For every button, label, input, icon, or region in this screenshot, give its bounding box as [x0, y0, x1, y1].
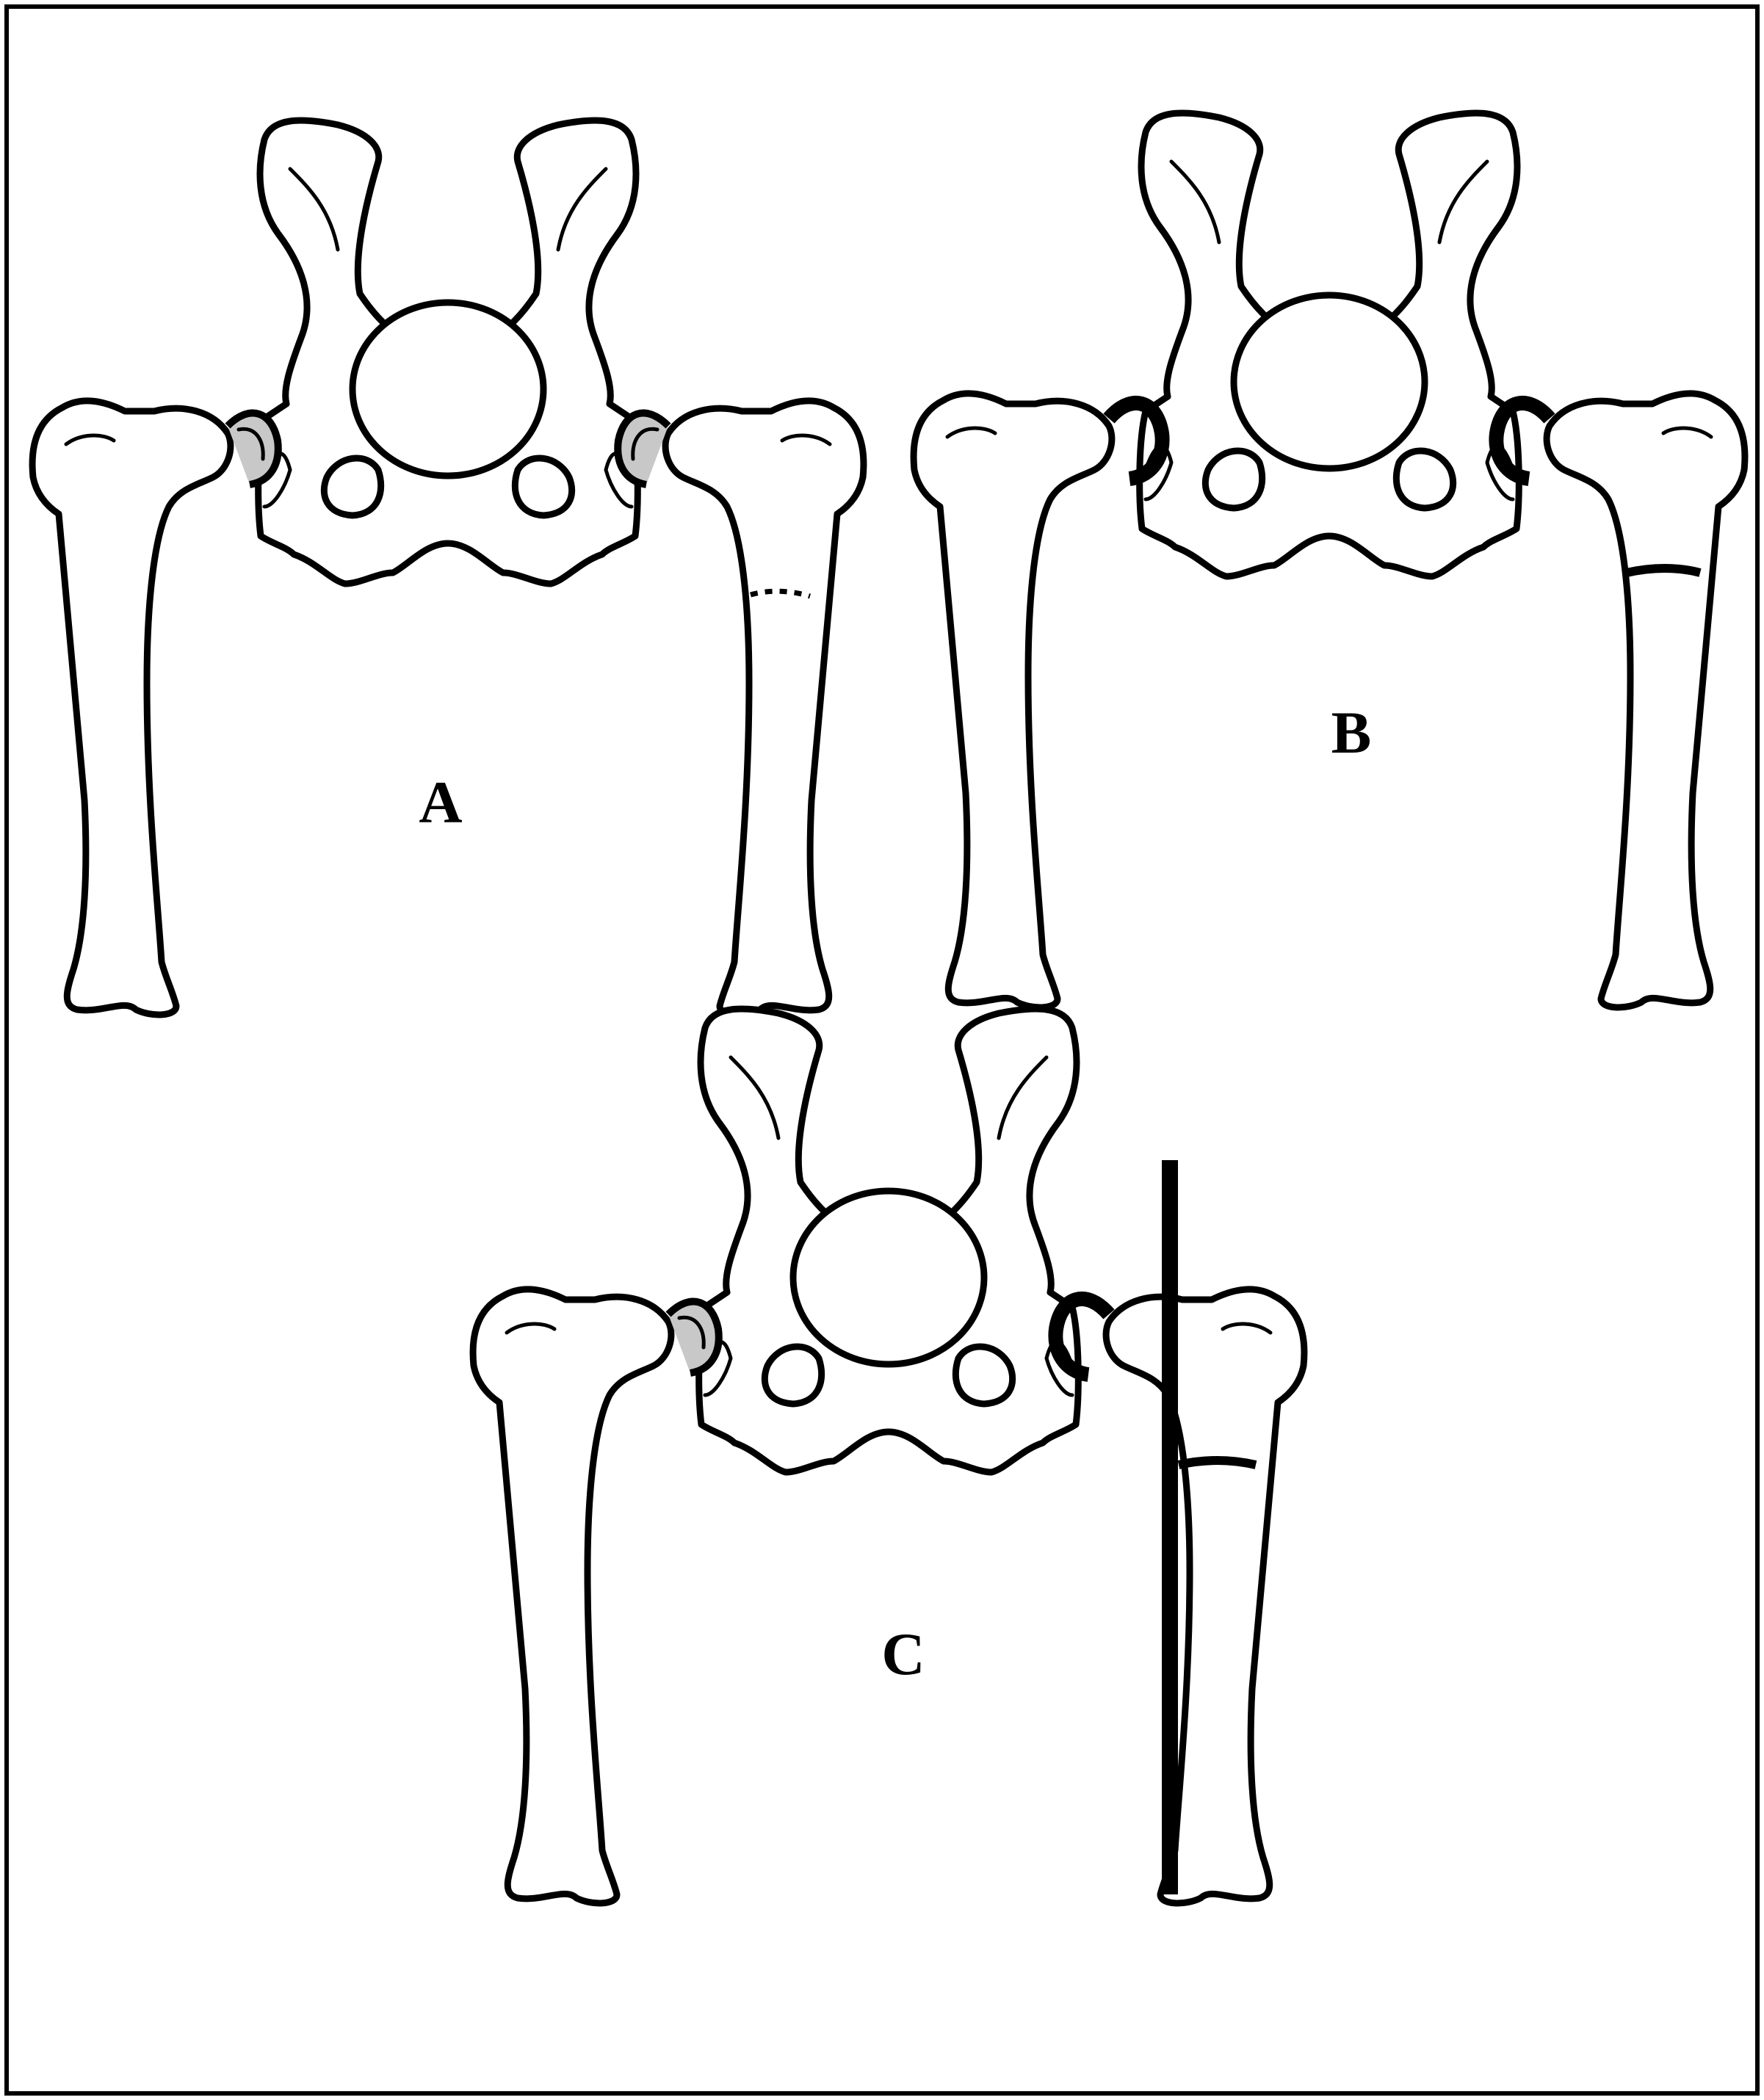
- intramedullary-pin: [1162, 1160, 1178, 1894]
- femur-section-line-c: [1179, 1460, 1256, 1465]
- panel-label-a: A: [419, 769, 462, 836]
- femur-section-line-b: [1627, 568, 1700, 573]
- panel-label-c: C: [881, 1621, 925, 1687]
- panel-label-b: B: [1331, 699, 1372, 766]
- figure-frame: [7, 7, 1757, 2093]
